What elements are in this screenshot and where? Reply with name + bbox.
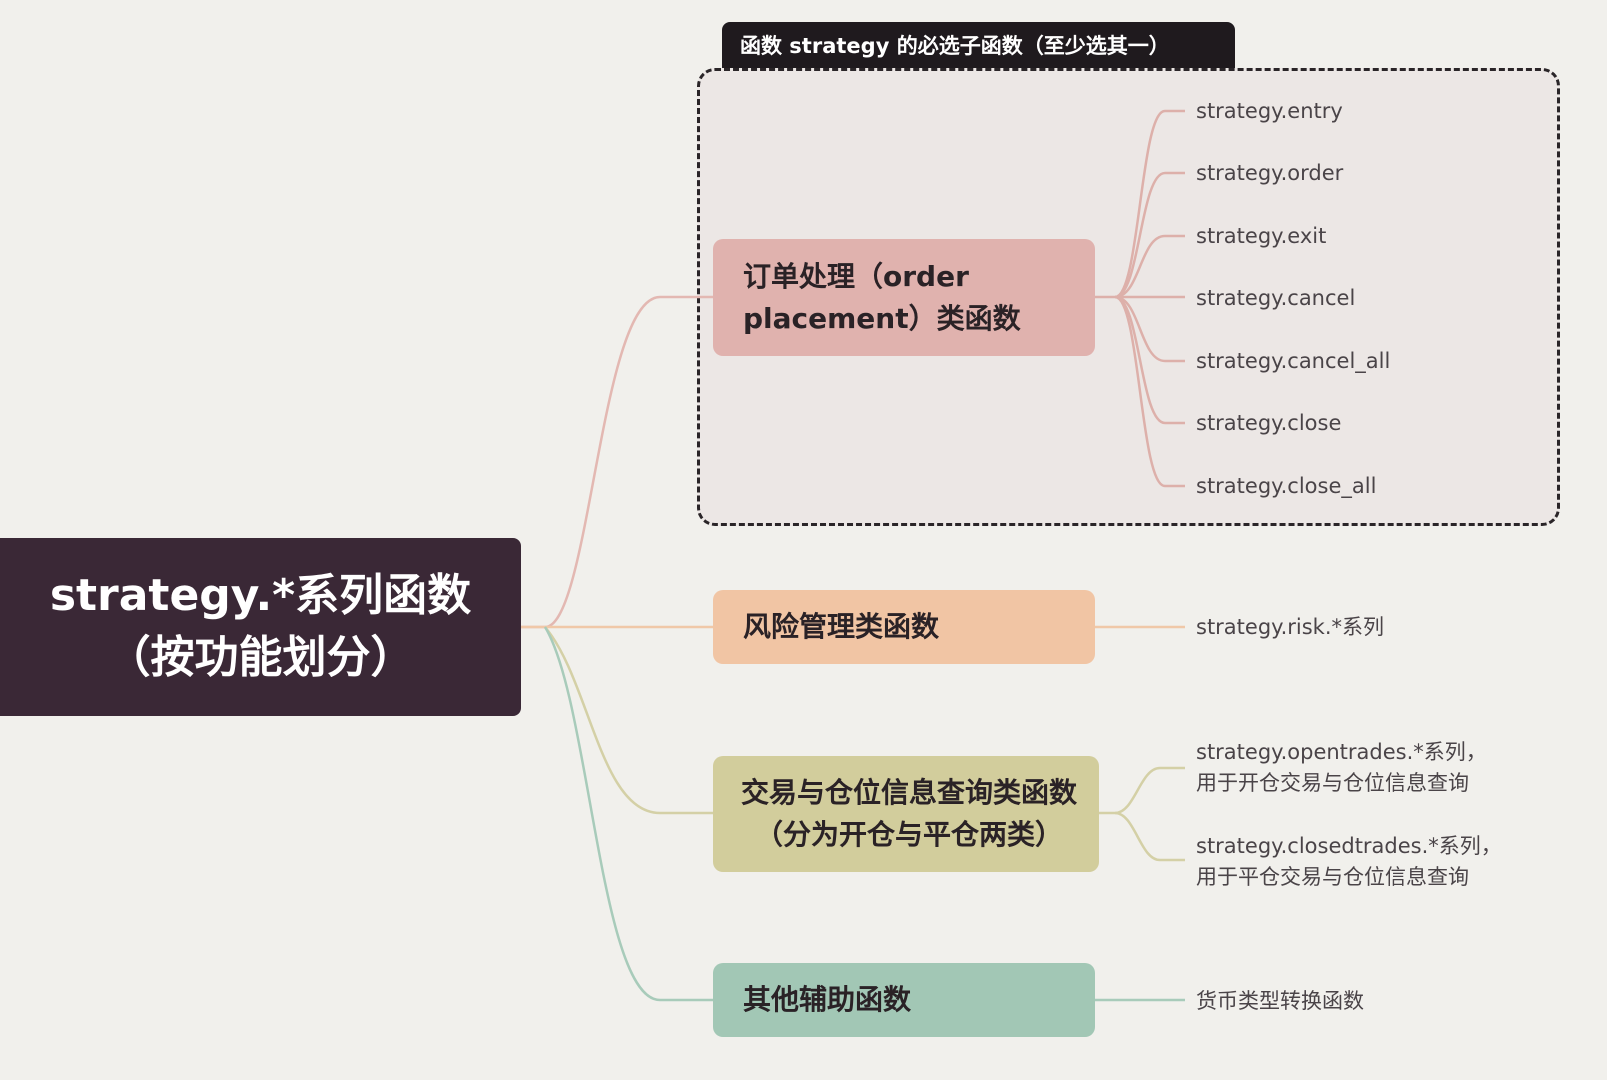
branch-trades-line1: 交易与仓位信息查询类函数 [740, 776, 1077, 809]
leaf-closedtrades[interactable]: strategy.closedtrades.*系列， 用于平仓交易与仓位信息查询 [1196, 831, 1502, 893]
branch-other-helpers[interactable]: 其他辅助函数 [713, 963, 1095, 1037]
connector-order-order [1114, 171, 1185, 299]
leaf-strategy-close-all[interactable]: strategy.close_all [1196, 474, 1377, 498]
root-subtitle: （按功能划分） [106, 632, 415, 683]
boundary-label: 函数 strategy 的必选子函数（至少选其一） [722, 22, 1235, 68]
leaf-strategy-cancel-all[interactable]: strategy.cancel_all [1196, 349, 1391, 373]
leaf-strategy-close[interactable]: strategy.close [1196, 411, 1342, 435]
root-title: strategy.*系列函数 [49, 570, 472, 621]
connector-order-exit [1114, 234, 1185, 299]
connector-order-cancel-all [1114, 295, 1185, 363]
branch-trades-line2: （分为开仓与平仓两类） [754, 818, 1063, 851]
leaf-closedtrades-line2: 用于平仓交易与仓位信息查询 [1196, 865, 1469, 889]
connector-root-trades [544, 626, 713, 815]
connector-order-close [1114, 295, 1185, 425]
branch-risk-management[interactable]: 风险管理类函数 [713, 590, 1095, 664]
leaf-currency-conversion[interactable]: 货币类型转换函数 [1196, 989, 1364, 1013]
branch-order-line2: placement）类函数 [743, 301, 1021, 335]
root-node[interactable]: strategy.*系列函数 （按功能划分） [0, 538, 521, 716]
leaf-strategy-risk[interactable]: strategy.risk.*系列 [1196, 615, 1385, 639]
leaf-strategy-cancel[interactable]: strategy.cancel [1196, 286, 1356, 310]
leaf-opentrades-line1: strategy.opentrades.*系列， [1196, 740, 1487, 764]
connector-trades-open [1099, 766, 1185, 815]
leaf-closedtrades-line1: strategy.closedtrades.*系列， [1196, 834, 1502, 858]
branch-risk-label: 风险管理类函数 [743, 610, 940, 643]
branch-other-label: 其他辅助函数 [743, 983, 912, 1016]
leaf-strategy-exit[interactable]: strategy.exit [1196, 224, 1327, 248]
connector-trades-closed [1114, 811, 1185, 862]
leaf-strategy-entry[interactable]: strategy.entry [1196, 99, 1343, 123]
leaf-opentrades[interactable]: strategy.opentrades.*系列， 用于开仓交易与仓位信息查询 [1196, 737, 1487, 799]
leaf-opentrades-line2: 用于开仓交易与仓位信息查询 [1196, 771, 1469, 795]
branch-order-line1: 订单处理（order [743, 259, 969, 293]
leaf-strategy-order[interactable]: strategy.order [1196, 161, 1344, 185]
branch-trades-query[interactable]: 交易与仓位信息查询类函数 （分为开仓与平仓两类） [713, 756, 1099, 872]
branch-order-placement[interactable]: 订单处理（order placement）类函数 [713, 239, 1095, 356]
connector-order-close-all [1114, 295, 1185, 488]
connector-root-order [521, 295, 713, 629]
connector-root-other [543, 626, 713, 1002]
